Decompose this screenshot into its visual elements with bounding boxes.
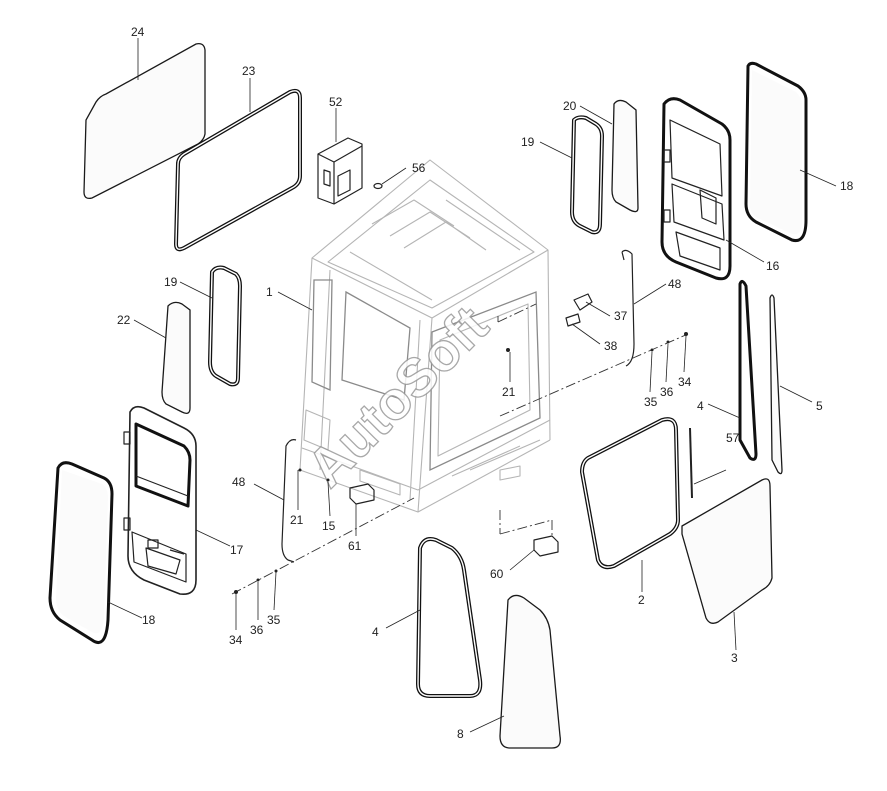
label-22: 22	[117, 313, 131, 327]
part-labels: 24 23 52 56 20 19 18 16 19 1 22 48 37 38…	[117, 25, 854, 741]
mount-61	[349, 483, 375, 505]
label-4-right: 4	[697, 399, 704, 413]
label-35-left: 35	[267, 613, 281, 627]
fasteners	[234, 332, 688, 594]
label-17: 17	[230, 543, 244, 557]
bracket-38	[565, 313, 581, 327]
mount-60	[533, 535, 559, 557]
window-glass-22	[161, 301, 191, 414]
label-15: 15	[322, 519, 336, 533]
leader-lines	[107, 38, 837, 733]
door-16	[660, 97, 732, 281]
grab-handle-48-left	[281, 439, 297, 563]
label-24: 24	[131, 25, 145, 39]
label-19-right: 19	[521, 135, 535, 149]
door-glass-18-left	[48, 461, 114, 644]
label-36-left: 36	[250, 623, 264, 637]
label-56: 56	[412, 161, 426, 175]
label-61: 61	[348, 539, 362, 553]
cover-box-52	[317, 137, 363, 205]
label-2: 2	[638, 593, 645, 607]
label-52: 52	[329, 95, 343, 109]
bracket-37	[573, 293, 593, 311]
label-36-right: 36	[660, 385, 674, 399]
label-18-left: 18	[142, 613, 156, 627]
label-34-left: 34	[229, 633, 243, 647]
door-seal-19-right	[570, 115, 604, 235]
label-16: 16	[766, 259, 780, 273]
window-glass-8	[499, 594, 561, 749]
cab-frame	[299, 159, 551, 513]
window-glass-24	[83, 42, 206, 200]
label-48-right: 48	[668, 277, 682, 291]
label-35-right: 35	[644, 395, 658, 409]
cap-56	[373, 182, 383, 190]
label-60: 60	[490, 567, 504, 581]
window-glass-5	[769, 294, 783, 475]
label-4-bottom: 4	[372, 625, 379, 639]
label-5: 5	[816, 399, 823, 413]
grab-handle-48-right	[621, 249, 635, 367]
label-1: 1	[266, 285, 273, 299]
label-21-center: 21	[502, 385, 516, 399]
label-18-right: 18	[840, 179, 854, 193]
strip-57	[689, 427, 693, 499]
centerlines	[231, 303, 689, 595]
door-glass-18-right	[744, 61, 808, 243]
label-48-left: 48	[232, 475, 246, 489]
label-8: 8	[457, 727, 464, 741]
window-seal-4-right	[738, 279, 758, 461]
door-17	[123, 405, 197, 596]
label-23: 23	[242, 64, 256, 78]
label-19-left: 19	[164, 275, 178, 289]
label-34-right: 34	[678, 375, 692, 389]
label-21-left: 21	[290, 513, 304, 527]
window-glass-3	[681, 478, 773, 624]
label-20: 20	[563, 99, 577, 113]
label-57: 57	[726, 431, 740, 445]
door-seal-19-left	[208, 265, 242, 387]
label-38: 38	[604, 339, 618, 353]
window-seal-2	[580, 417, 680, 570]
label-3: 3	[731, 651, 738, 665]
label-37: 37	[614, 309, 628, 323]
window-glass-20	[611, 99, 639, 213]
